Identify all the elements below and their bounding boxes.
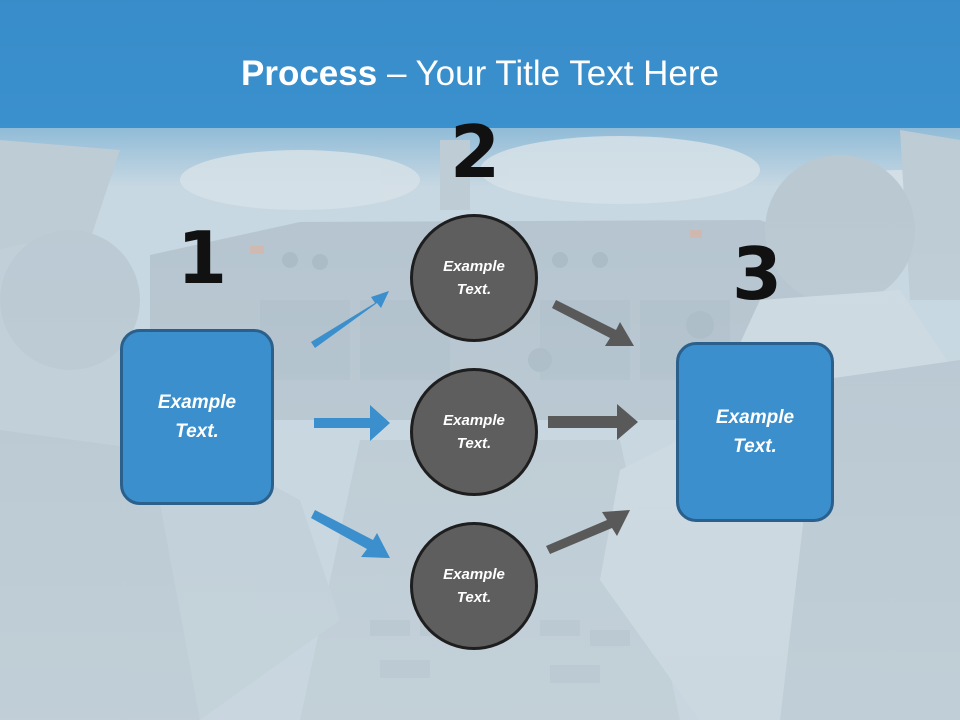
arrow-1-to-circle-bottom bbox=[311, 510, 390, 558]
step-2-circle-middle[interactable]: Example Text. bbox=[410, 368, 538, 496]
circle-top-line2: Text. bbox=[456, 281, 492, 298]
arrow-circle-top-to-3 bbox=[552, 300, 634, 346]
step-2-circle-top[interactable]: Example Text. bbox=[410, 214, 538, 342]
step-3-text-line1: Example bbox=[715, 407, 795, 428]
step-1-text-line2: Text. bbox=[175, 421, 219, 442]
step-number-3: 3 bbox=[732, 232, 783, 316]
step-number-2: 2 bbox=[450, 110, 501, 194]
arrow-circle-bottom-to-3 bbox=[546, 510, 630, 554]
circle-top-line1: Example bbox=[443, 258, 505, 275]
circle-bottom-line1: Example bbox=[443, 566, 505, 583]
step-3-text-line2: Text. bbox=[733, 436, 777, 457]
step-2-circle-bottom[interactable]: Example Text. bbox=[410, 522, 538, 650]
circle-bottom-line2: Text. bbox=[456, 589, 492, 606]
step-3-box[interactable]: Example Text. bbox=[676, 342, 834, 522]
step-number-1: 1 bbox=[177, 216, 228, 300]
circle-middle-line1: Example bbox=[443, 412, 505, 429]
arrow-circle-mid-to-3 bbox=[548, 404, 638, 440]
title-bold: Process bbox=[241, 54, 378, 93]
arrow-1-to-circle-mid bbox=[314, 405, 390, 441]
step-1-box[interactable]: Example Text. bbox=[120, 329, 274, 505]
step-1-text-line1: Example bbox=[157, 392, 237, 413]
slide-title: Process – Your Title Text Here bbox=[0, 52, 960, 96]
arrow-1-to-circle-top bbox=[311, 291, 389, 348]
title-rest: – Your Title Text Here bbox=[377, 54, 719, 93]
circle-middle-line2: Text. bbox=[456, 435, 492, 452]
